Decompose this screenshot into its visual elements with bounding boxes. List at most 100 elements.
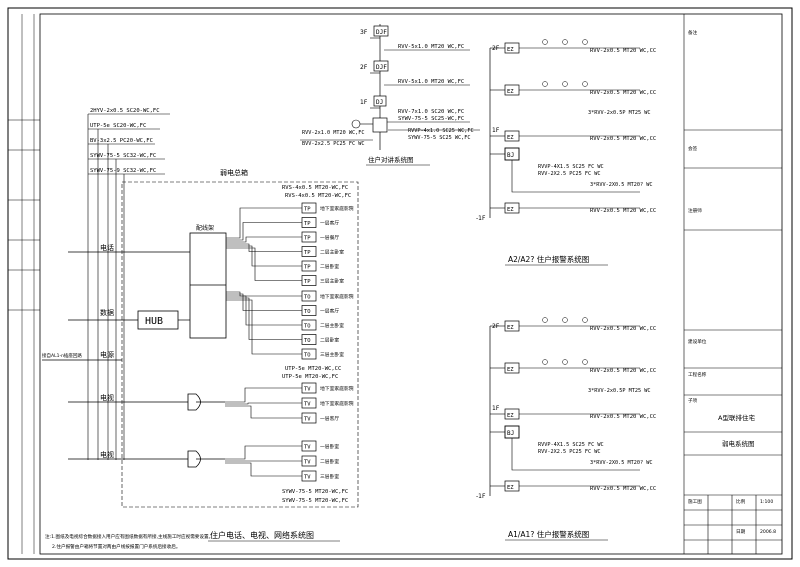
title-block-label: 子项 xyxy=(688,397,698,404)
outlet-box xyxy=(301,305,317,316)
alarm-system-title: A2/A2? 住户报警系统图 xyxy=(508,254,589,264)
cable-label: 3*RVV-2x0.5P MT25 WC xyxy=(588,388,650,394)
floor-label: 2F xyxy=(360,64,368,71)
intercom-system: 3F 2F 1F DJF DJF DJ RVV-5x1.0 MT20 WC,FC… xyxy=(300,24,480,166)
row-label-power: 电源 xyxy=(100,350,114,359)
cable-label: UTP-5e SC20-WC,FC xyxy=(90,123,146,129)
outlet-room-label: 二层卧室 xyxy=(320,263,339,270)
outlet-box xyxy=(301,440,317,452)
title-block-label: 工程名称 xyxy=(688,371,707,378)
cable-label: RVV-2x0.5 MT20 WC,CC xyxy=(590,208,656,214)
drawing-name: 弱电系统图 xyxy=(722,439,755,448)
cable-label: BVV-2x2.5 PC25 FC WC xyxy=(302,141,364,147)
cable-label: RVV-2x0.5 MT20 WC,CC xyxy=(590,90,656,96)
main-diagram-title: 住户电话、电视、网络系统图 xyxy=(210,530,314,540)
patch-panel-label: 配线架 xyxy=(196,224,214,232)
hub-label: HUB xyxy=(145,316,163,327)
outlet-code: TO xyxy=(304,295,311,301)
cable-label: SYWV-75-5 SC25-WC,FC xyxy=(398,116,464,122)
outlet-wire xyxy=(226,293,302,311)
outlet-wire xyxy=(225,445,302,460)
outlet-code: TV xyxy=(304,445,311,451)
outlet-code: TV xyxy=(304,387,311,393)
outlet-box xyxy=(301,348,317,360)
cable-label: RVV-5x1.0 MT20 WC,FC xyxy=(398,44,464,50)
detector-icon xyxy=(562,39,568,45)
cable-label: 3*RVV-2X0.5 MT20? WC xyxy=(590,182,652,188)
cable-label: RVVP-4x1.0 SC25 WC,FC xyxy=(408,128,474,134)
outlet-wire xyxy=(226,245,302,267)
outlet-box xyxy=(301,202,317,214)
outlet-wire xyxy=(226,297,302,340)
outlet-room-label: 三层主卧室 xyxy=(320,351,344,358)
door-station-icon xyxy=(351,119,361,129)
cable-label: RVV-2x0.5 MT20 WC,CC xyxy=(590,414,656,420)
outlet-wire xyxy=(226,299,302,355)
cable-label: 2HYV-2x0.5 SC20-WC,FC xyxy=(90,108,160,114)
cable-label: RVVP-4X1.5 SC25 FC WC xyxy=(538,164,604,170)
cable-label: SYWV-75-5 MT20-WC,FC xyxy=(282,489,348,495)
bj-label: BJ xyxy=(507,152,514,159)
cable-label: RVV-2x0.5 MT20 WC,CC xyxy=(590,486,656,492)
title-block-value: 1:100 xyxy=(760,499,773,505)
floor-label: 2F xyxy=(492,45,500,52)
outlet-box xyxy=(301,275,317,286)
cable-label: SYWV-75-5 SC25 WC,FC xyxy=(408,135,470,141)
title-block-label: 注册师 xyxy=(688,207,702,214)
detector-icon xyxy=(582,359,588,365)
cable-label: SYWV-75-5 MT20-WC,FC xyxy=(282,498,348,504)
door-phone-box xyxy=(373,25,389,37)
cable-label: RVV-2x0.5 MT20 WC,CC xyxy=(590,136,656,142)
title-block-label: 备注 xyxy=(688,29,698,36)
drawing-frame xyxy=(7,7,793,560)
floor-label: 1F xyxy=(492,405,500,412)
ez-label: EZ xyxy=(507,413,514,419)
title-block-value: 2006.8 xyxy=(760,529,776,535)
outlet-box xyxy=(301,397,317,409)
outlet-wire xyxy=(225,405,302,419)
floor-label: 1F xyxy=(360,99,368,106)
outlet-room-label: 二层卧室 xyxy=(320,458,339,465)
left-cable-list: 2HYV-2x0.5 SC20-WC,FC UTP-5e SC20-WC,FC … xyxy=(90,108,160,174)
title-block-label: 会签 xyxy=(688,145,698,152)
branch-line xyxy=(511,160,640,193)
detector-icon xyxy=(562,359,568,365)
cable-label: UTP-5e MT20-WC,CC xyxy=(285,366,341,372)
floor-label: 1F xyxy=(492,127,500,134)
cable-label: RVS-4x0.5 MT20-WC,FC xyxy=(282,185,348,191)
cable-label: RVV-2x1.0 MT20 WC,FC xyxy=(302,130,364,136)
outlet-code: TP xyxy=(304,265,311,271)
power-source-label: 接自AL1-n插座回路 xyxy=(42,352,82,359)
outlet-room-label: 三层卧室 xyxy=(320,473,339,480)
outlet-room-label: 一层餐厅 xyxy=(320,234,339,241)
floor-label: -1F xyxy=(476,215,486,222)
outlet-room-label: 二层主卧室 xyxy=(320,249,344,256)
floor-label: -1F xyxy=(476,493,486,500)
ez-label: EZ xyxy=(507,135,514,141)
title-block-label: 施工图 xyxy=(688,498,702,505)
title-block-label: 建设单位 xyxy=(688,338,707,345)
host-unit-box xyxy=(372,117,388,133)
row-label-tv: 电视 xyxy=(100,450,114,459)
drawing-inner-frame xyxy=(39,13,783,555)
outlet-box xyxy=(301,455,317,467)
outlet-box xyxy=(301,290,317,302)
outlet-room-label: 三层主卧室 xyxy=(320,278,344,285)
outlet-wire xyxy=(226,295,302,326)
cable-label: RVS-4x0.5 MT20-WC,FC xyxy=(285,193,351,199)
outlet-code: TV xyxy=(304,475,311,481)
row-label-data: 数据 xyxy=(100,308,114,317)
outlet-wire xyxy=(226,247,302,281)
row-label-tv: 电视 xyxy=(100,393,114,402)
patch-panel xyxy=(189,232,227,339)
outlet-room-label: 一层卧室 xyxy=(320,443,339,450)
outlet-code: TO xyxy=(304,309,311,315)
box-code: DJF xyxy=(376,64,387,71)
ez-label: EZ xyxy=(507,485,514,491)
outlet-box xyxy=(301,319,317,331)
box-code: DJF xyxy=(376,29,387,36)
outlet-box xyxy=(301,217,317,228)
